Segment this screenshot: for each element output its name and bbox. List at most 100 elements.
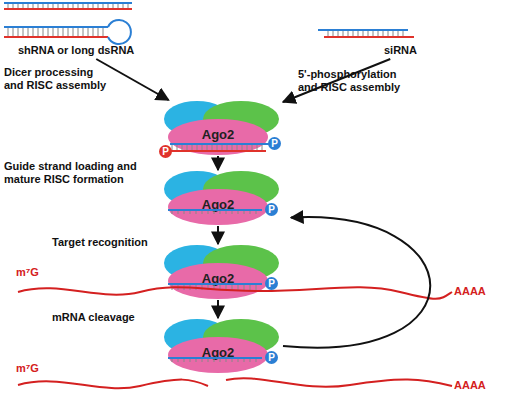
base-pair-tick: [184, 359, 185, 362]
base-pair-tick: [78, 4, 79, 8]
base-pair-tick: [353, 31, 354, 36]
base-pair-tick: [333, 31, 334, 36]
base-pair-tick: [190, 211, 191, 214]
base-pair-tick: [58, 28, 59, 36]
base-pair-tick: [38, 4, 39, 8]
base-pair-tick: [73, 4, 74, 8]
guide-strand: [168, 209, 262, 211]
base-pair-tick: [226, 211, 227, 214]
hairpin-strand: [4, 36, 108, 38]
base-pair-tick: [247, 145, 248, 150]
base-pair-tick: [328, 31, 329, 36]
step-arrow: [217, 156, 219, 170]
base-pair-tick: [238, 359, 239, 362]
base-pair-tick: [393, 31, 394, 36]
base-pair-tick: [43, 4, 44, 8]
base-pair-tick: [43, 28, 44, 36]
base-pair-tick: [8, 28, 9, 36]
base-pair-tick: [244, 359, 245, 362]
base-pair-tick: [18, 4, 19, 8]
base-pair-tick: [358, 31, 359, 36]
base-pair-tick: [118, 4, 119, 8]
step-arrow: [217, 226, 219, 244]
rna-label-box: shRNA or long dsRNA: [18, 44, 148, 59]
base-pair-tick: [232, 145, 233, 150]
step-label: Target recognition: [52, 236, 172, 249]
step-label: Dicer processing and RISC assembly: [4, 66, 114, 92]
base-pair-tick: [232, 359, 233, 362]
base-pair-tick: [48, 28, 49, 36]
base-pair-tick: [214, 211, 215, 214]
base-pair-tick: [244, 285, 245, 290]
base-pair-tick: [172, 359, 173, 362]
base-pair-tick: [196, 211, 197, 214]
base-pair-tick: [103, 4, 104, 8]
base-pair-tick: [202, 145, 203, 150]
base-pair-tick: [403, 31, 404, 36]
base-pair-tick: [244, 211, 245, 214]
base-pair-tick: [123, 4, 124, 8]
base-pair-tick: [178, 359, 179, 362]
base-pair-tick: [190, 359, 191, 362]
base-pair-tick: [232, 211, 233, 214]
phosphate-marker: P: [265, 351, 278, 364]
base-pair-tick: [23, 28, 24, 36]
base-pair-tick: [8, 4, 9, 8]
sense-strand: [4, 2, 132, 4]
base-pair-tick: [18, 28, 19, 36]
base-pair-tick: [108, 4, 109, 8]
base-pair-tick: [252, 145, 253, 150]
base-pair-tick: [98, 28, 99, 36]
base-pair-tick: [202, 211, 203, 214]
base-pair-tick: [196, 359, 197, 362]
guide-strand: [168, 283, 262, 285]
base-pair-tick: [227, 145, 228, 150]
base-pair-tick: [226, 359, 227, 362]
base-pair-tick: [38, 28, 39, 36]
base-pair-tick: [73, 28, 74, 36]
protein-name: Ago2: [153, 127, 283, 142]
base-pair-tick: [28, 28, 29, 36]
cleaved-mrna: [226, 378, 452, 387]
base-pair-tick: [208, 211, 209, 214]
base-pair-tick: [214, 359, 215, 362]
base-pair-tick: [373, 31, 374, 36]
base-pair-tick: [262, 145, 263, 150]
mrna-strand: [18, 287, 452, 298]
base-pair-tick: [93, 28, 94, 36]
step-arrow: [283, 59, 390, 102]
cleaved-mrna: [18, 380, 208, 389]
base-pair-tick: [238, 211, 239, 214]
base-pair-tick: [242, 145, 243, 150]
base-pair-tick: [13, 4, 14, 8]
base-pair-tick: [348, 31, 349, 36]
base-pair-tick: [343, 31, 344, 36]
phosphate-marker: P: [268, 137, 281, 150]
base-pair-tick: [257, 145, 258, 150]
base-pair-tick: [220, 359, 221, 362]
base-pair-tick: [33, 4, 34, 8]
base-pair-tick: [388, 31, 389, 36]
recycle-arrow: [283, 217, 430, 348]
base-pair-tick: [187, 145, 188, 150]
base-pair-tick: [250, 285, 251, 290]
base-pair-tick: [222, 145, 223, 150]
base-pair-tick: [220, 211, 221, 214]
step-arrow: [96, 59, 168, 100]
base-pair-tick: [63, 28, 64, 36]
base-pair-tick: [88, 4, 89, 8]
base-pair-tick: [98, 4, 99, 8]
sirna-strand: [324, 36, 414, 38]
base-pair-tick: [48, 4, 49, 8]
base-pair-tick: [184, 211, 185, 214]
step-label: Guide strand loading and mature RISC for…: [4, 160, 154, 186]
base-pair-tick: [256, 211, 257, 214]
base-pair-tick: [178, 211, 179, 214]
rna-label-box: siRNA: [384, 44, 434, 59]
base-pair-tick: [250, 359, 251, 362]
risc-complex: Ago2: [153, 318, 283, 374]
base-pair-tick: [368, 31, 369, 36]
base-pair-tick: [256, 285, 257, 290]
